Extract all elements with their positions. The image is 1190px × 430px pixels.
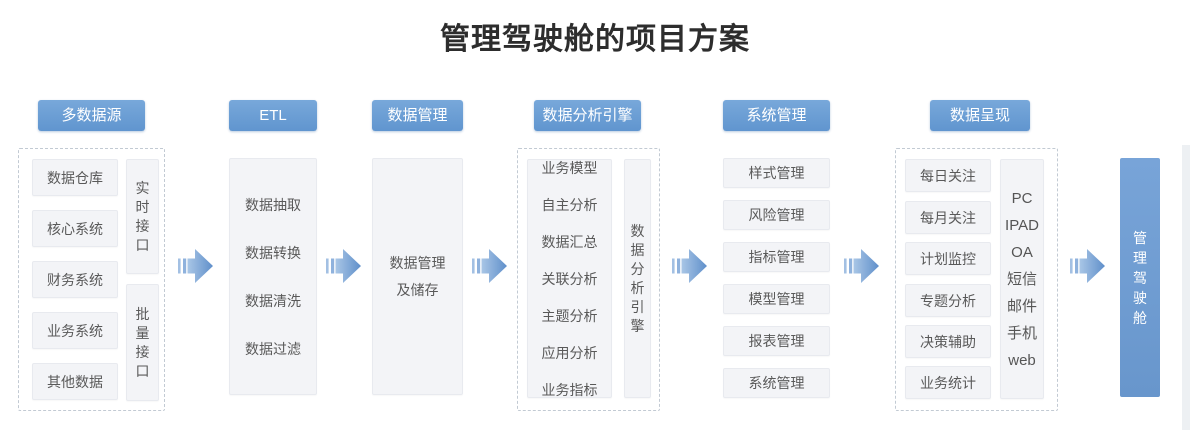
system-item: 样式管理 (723, 158, 830, 188)
channel-item: OA (1011, 243, 1033, 261)
analysis-group: 业务模型 自主分析 数据汇总 关联分析 主题分析 应用分析 业务指标 数据分析引… (517, 148, 660, 411)
storage-box: 数据管理 及储存 (372, 158, 463, 395)
realtime-interface-box: 实时接口 (126, 159, 159, 274)
header-data-management: 数据管理 (372, 100, 463, 131)
realtime-interface-label: 实时接口 (135, 179, 150, 253)
flow-arrow-icon (472, 249, 508, 283)
datasource-item: 业务系统 (32, 312, 118, 349)
datasource-group: 数据仓库 核心系统 财务系统 业务系统 其他数据 实时接口 批量接口 (18, 148, 165, 411)
storage-label-line1: 数据管理 (389, 254, 446, 271)
channel-item: IPAD (1005, 216, 1039, 234)
presentation-item: 每月关注 (905, 201, 991, 234)
presentation-item: 业务统计 (905, 366, 991, 399)
presentation-item: 决策辅助 (905, 325, 991, 358)
datasource-item: 核心系统 (32, 210, 118, 247)
batch-interface-label: 批量接口 (135, 305, 150, 379)
storage-label-line2: 及储存 (396, 281, 439, 298)
flow-arrow-icon (844, 249, 880, 283)
header-system-management: 系统管理 (723, 100, 830, 131)
system-item: 风险管理 (723, 200, 830, 230)
analysis-item: 主题分析 (541, 307, 598, 324)
header-analysis-engine: 数据分析引擎 (534, 100, 641, 131)
presentation-group: 每日关注 每月关注 计划监控 专题分析 决策辅助 业务统计 PC IPAD OA… (895, 148, 1058, 411)
etl-box: 数据抽取 数据转换 数据清洗 数据过滤 (229, 158, 317, 395)
channel-item: 手机 (1006, 324, 1037, 342)
etl-step: 数据清洗 (245, 292, 301, 309)
header-etl: ETL (229, 100, 317, 131)
analysis-item: 数据汇总 (541, 233, 598, 250)
datasource-item: 其他数据 (32, 363, 118, 400)
flow-arrow-icon (1070, 249, 1106, 283)
flow-arrow-icon (178, 249, 214, 283)
analysis-item-box: 业务模型 自主分析 数据汇总 关联分析 主题分析 应用分析 业务指标 (527, 159, 612, 398)
flow-arrow-icon (326, 249, 362, 283)
system-item: 系统管理 (723, 368, 830, 398)
analysis-engine-side-box: 数据分析引擎 (624, 159, 651, 398)
right-edge-strip (1182, 145, 1190, 430)
etl-step: 数据过滤 (245, 340, 301, 357)
channel-item: 邮件 (1006, 297, 1037, 315)
analysis-item: 应用分析 (541, 344, 598, 361)
etl-step: 数据抽取 (245, 196, 301, 213)
channel-item: PC (1011, 189, 1033, 207)
datasource-item: 数据仓库 (32, 159, 118, 196)
system-item: 模型管理 (723, 284, 830, 314)
channel-item: 短信 (1006, 270, 1037, 288)
system-item: 报表管理 (723, 326, 830, 356)
presentation-item: 每日关注 (905, 159, 991, 192)
header-data-presentation: 数据呈现 (930, 100, 1030, 131)
analysis-item: 自主分析 (541, 196, 598, 213)
channel-item: web (1008, 351, 1036, 369)
analysis-item: 业务指标 (541, 381, 598, 398)
result-box: 管理驾驶舱 (1120, 158, 1160, 397)
channel-list-box: PC IPAD OA 短信 邮件 手机 web (1000, 159, 1044, 399)
etl-step: 数据转换 (245, 244, 301, 261)
presentation-item: 专题分析 (905, 284, 991, 317)
page-title: 管理驾驶舱的项目方案 (440, 23, 750, 56)
analysis-engine-side-label: 数据分析引擎 (630, 222, 645, 334)
system-item: 指标管理 (723, 242, 830, 272)
batch-interface-box: 批量接口 (126, 284, 159, 401)
header-multi-datasource: 多数据源 (38, 100, 145, 131)
datasource-item: 财务系统 (32, 261, 118, 298)
analysis-item: 关联分析 (541, 270, 598, 287)
result-label: 管理驾驶舱 (1133, 229, 1147, 326)
flow-arrow-icon (672, 249, 708, 283)
analysis-item: 业务模型 (541, 159, 598, 176)
presentation-item: 计划监控 (905, 242, 991, 275)
